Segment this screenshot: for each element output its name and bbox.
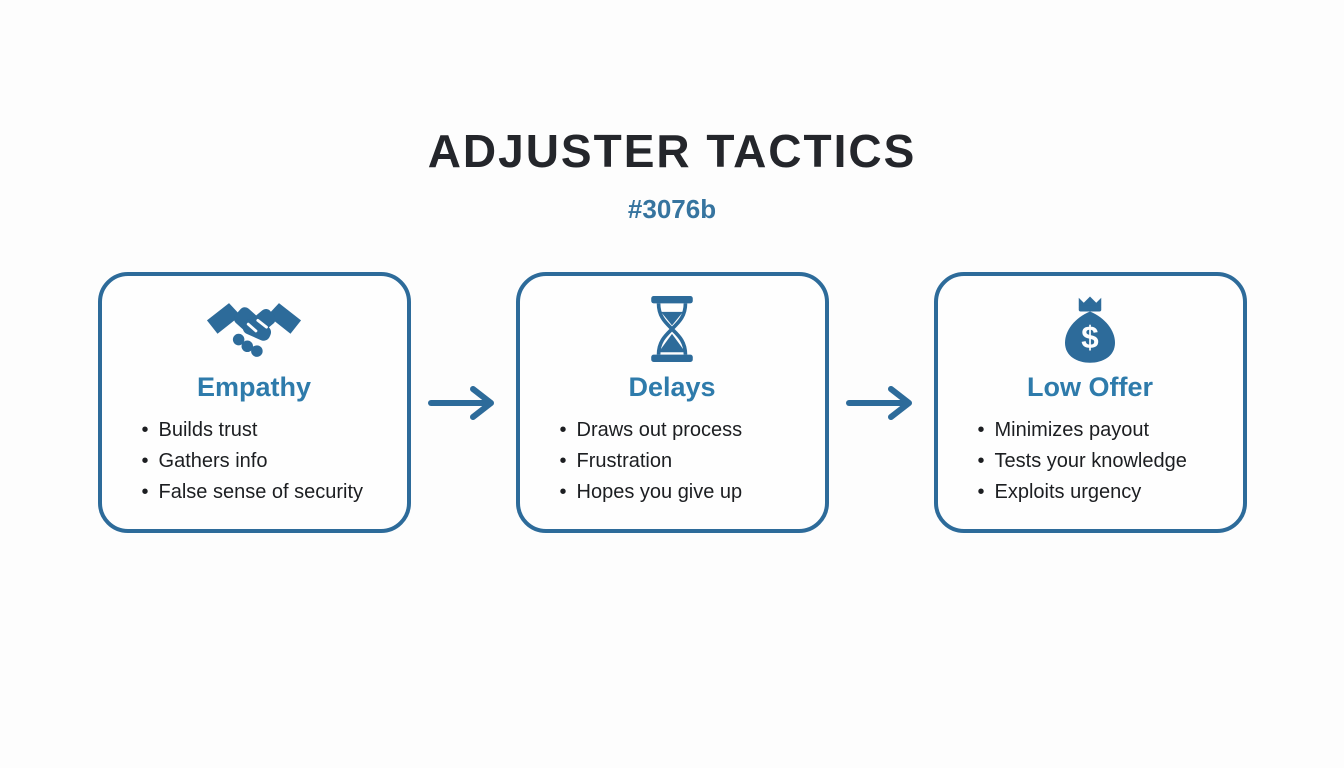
list-item: • Builds trust: [142, 415, 397, 446]
list-item: • Tests your knowledge: [978, 446, 1233, 477]
card-delays: Delays • Draws out process • Frustration •…: [515, 272, 829, 533]
bullet-dot: •: [559, 450, 567, 472]
arrow-right-icon: [428, 385, 494, 420]
hourglass-icon: [520, 292, 825, 366]
bullet-list: • Builds trust • Gathers info • False sense…: [102, 415, 407, 508]
list-item: • Frustration: [560, 446, 815, 477]
page-title: ADJUSTER TACTICS: [427, 125, 917, 177]
bullet-text: Frustration: [576, 450, 673, 472]
bullet-dot: •: [141, 419, 149, 441]
bullet-dot: •: [559, 481, 567, 503]
header: ADJUSTER TACTICS #3076b: [0, 124, 1344, 225]
bullet-text: False sense of security: [158, 481, 364, 503]
bullet-text: Exploits urgency: [994, 481, 1142, 503]
bullet-text: Builds trust: [158, 419, 258, 441]
bullet-list: • Draws out process • Frustration • Hopes y…: [520, 415, 825, 508]
bullet-dot: •: [141, 450, 149, 472]
list-item: • Minimizes payout: [978, 415, 1233, 446]
list-item: • Hopes you give up: [560, 477, 815, 508]
tactics-flow: Empathy • Builds trust • Gathers info • Fal…: [0, 272, 1344, 533]
bullet-text: Draws out process: [576, 419, 743, 441]
list-item: • Gathers info: [142, 446, 397, 477]
flow-arrow-2: [829, 383, 934, 423]
card-low-offer: $ Low Offer • Minimizes payout • Tests you…: [933, 272, 1247, 533]
bullet-dot: •: [977, 481, 985, 503]
bullet-dot: •: [977, 419, 985, 441]
list-item: • Draws out process: [560, 415, 815, 446]
svg-text:$: $: [1081, 320, 1098, 355]
bullet-dot: •: [977, 450, 985, 472]
list-item: • Exploits urgency: [978, 477, 1233, 508]
bullet-list: •Minimizes payout •Tests your knowledge …: [938, 415, 1243, 508]
bullet-text: Hopes you give up: [576, 481, 743, 503]
handshake-icon: [102, 292, 407, 366]
bullet-dot: •: [141, 481, 149, 503]
bullet-dot: •: [559, 419, 567, 441]
card-empathy: Empathy • Builds trust • Gathers info • Fal…: [97, 272, 411, 533]
money-bag-icon: $: [938, 292, 1243, 366]
card-heading: Delays: [628, 372, 716, 402]
page-subtitle: #3076b: [627, 194, 717, 224]
card-heading: Low Offer: [1027, 372, 1153, 402]
bullet-text: Tests your knowledge: [994, 450, 1187, 472]
card-heading: Empathy: [196, 372, 312, 402]
flow-arrow-1: [411, 383, 516, 423]
bullet-text: Gathers info: [158, 450, 268, 472]
list-item: • False sense of security: [142, 477, 397, 508]
arrow-right-icon: [846, 385, 912, 420]
bullet-text: Minimizes payout: [994, 419, 1150, 441]
